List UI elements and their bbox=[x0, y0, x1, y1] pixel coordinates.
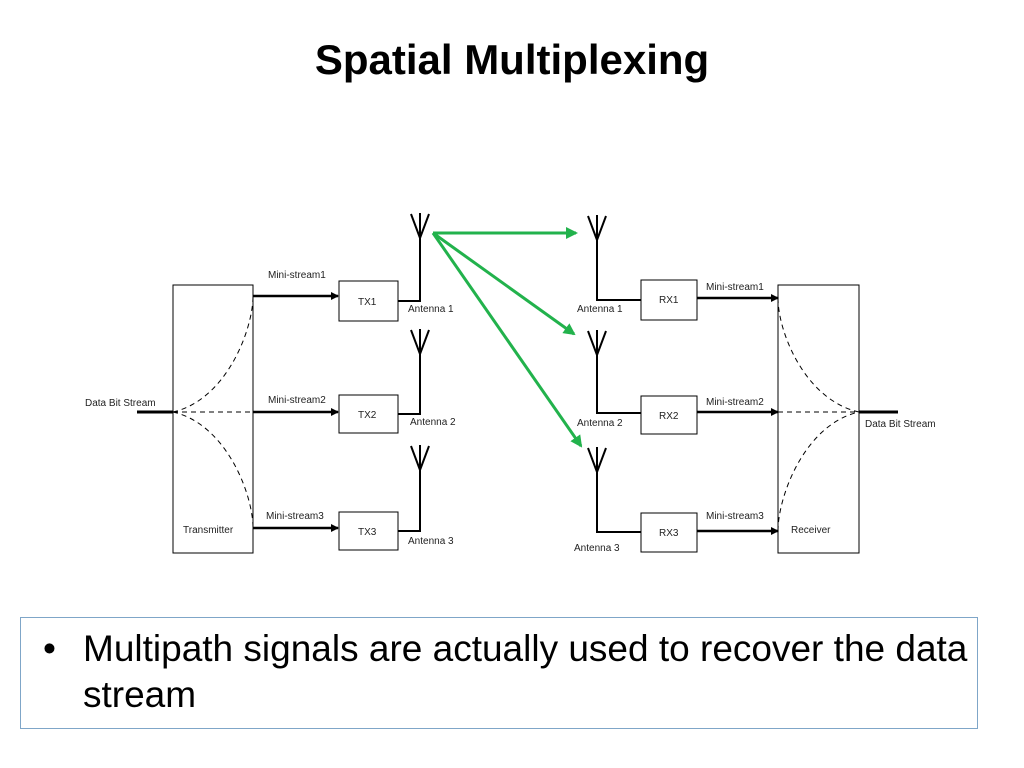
tx-antenna-1-label: Antenna 1 bbox=[408, 304, 454, 315]
tx-split-curve-1 bbox=[172, 295, 254, 413]
signal-path-3-arrow bbox=[431, 232, 583, 448]
tx2-label: TX2 bbox=[358, 410, 377, 421]
bullet-item: • Multipath signals are actually used to… bbox=[43, 626, 1003, 718]
slide-title: Spatial Multiplexing bbox=[314, 36, 710, 83]
tx-antenna-2-label: Antenna 2 bbox=[410, 417, 456, 428]
rx3-label: RX3 bbox=[659, 528, 679, 539]
tx2-antenna-feed bbox=[398, 354, 421, 415]
tx-mini-stream3-label: Mini-stream3 bbox=[266, 511, 324, 522]
tx-antenna-3-icon bbox=[410, 445, 430, 471]
spatial-multiplexing-diagram: Transmitter Data Bit Stream Mini-stream1… bbox=[85, 213, 936, 554]
signal-path-2-arrow bbox=[432, 231, 576, 336]
rx-antenna-3-icon bbox=[587, 447, 607, 473]
input-stream-label: Data Bit Stream bbox=[85, 398, 156, 409]
rx-antenna-3-label: Antenna 3 bbox=[574, 543, 620, 554]
tx2-box bbox=[338, 394, 399, 434]
tx3-label: TX3 bbox=[358, 527, 377, 538]
tx1-box bbox=[338, 280, 399, 322]
rx-mini-stream3-label: Mini-stream3 bbox=[706, 511, 764, 522]
tx-antenna-1-icon bbox=[410, 213, 430, 239]
tx-mini-stream2-label: Mini-stream2 bbox=[268, 395, 326, 406]
rx2-label: RX2 bbox=[659, 411, 679, 422]
receiver-label: Receiver bbox=[791, 525, 831, 536]
bullet-text-box: • Multipath signals are actually used to… bbox=[20, 617, 978, 729]
rx-antenna-2-icon bbox=[587, 330, 607, 356]
rx-antenna-1-icon bbox=[587, 215, 607, 241]
bullet-dot-icon: • bbox=[43, 628, 56, 669]
rx1-antenna-feed bbox=[596, 240, 641, 301]
rx-antenna-1-label: Antenna 1 bbox=[577, 304, 623, 315]
tx3-antenna-feed bbox=[398, 470, 421, 532]
rx3-antenna-feed bbox=[596, 472, 641, 533]
tx1-label: TX1 bbox=[358, 297, 377, 308]
output-stream-label: Data Bit Stream bbox=[865, 419, 936, 430]
transmitter-block bbox=[172, 284, 254, 554]
receiver-block bbox=[777, 284, 860, 554]
rx2-box bbox=[640, 395, 698, 435]
tx1-antenna-feed bbox=[398, 238, 421, 302]
rx-combine-curve-1 bbox=[777, 297, 860, 413]
rx2-antenna-feed bbox=[596, 355, 641, 414]
rx1-box bbox=[640, 279, 698, 321]
bullet-text: Multipath signals are actually used to r… bbox=[83, 628, 968, 715]
rx1-label: RX1 bbox=[659, 295, 679, 306]
tx-antenna-3-label: Antenna 3 bbox=[408, 536, 454, 547]
rx-combine-curve-3 bbox=[777, 411, 860, 532]
tx-antenna-2-icon bbox=[410, 329, 430, 355]
rx-mini-stream2-label: Mini-stream2 bbox=[706, 397, 764, 408]
tx-split-curve-3 bbox=[172, 411, 254, 529]
rx-mini-stream1-label: Mini-stream1 bbox=[706, 282, 764, 293]
transmitter-label: Transmitter bbox=[183, 525, 234, 536]
rx3-box bbox=[640, 512, 698, 553]
tx-mini-stream1-label: Mini-stream1 bbox=[268, 270, 326, 281]
rx-antenna-2-label: Antenna 2 bbox=[577, 418, 623, 429]
